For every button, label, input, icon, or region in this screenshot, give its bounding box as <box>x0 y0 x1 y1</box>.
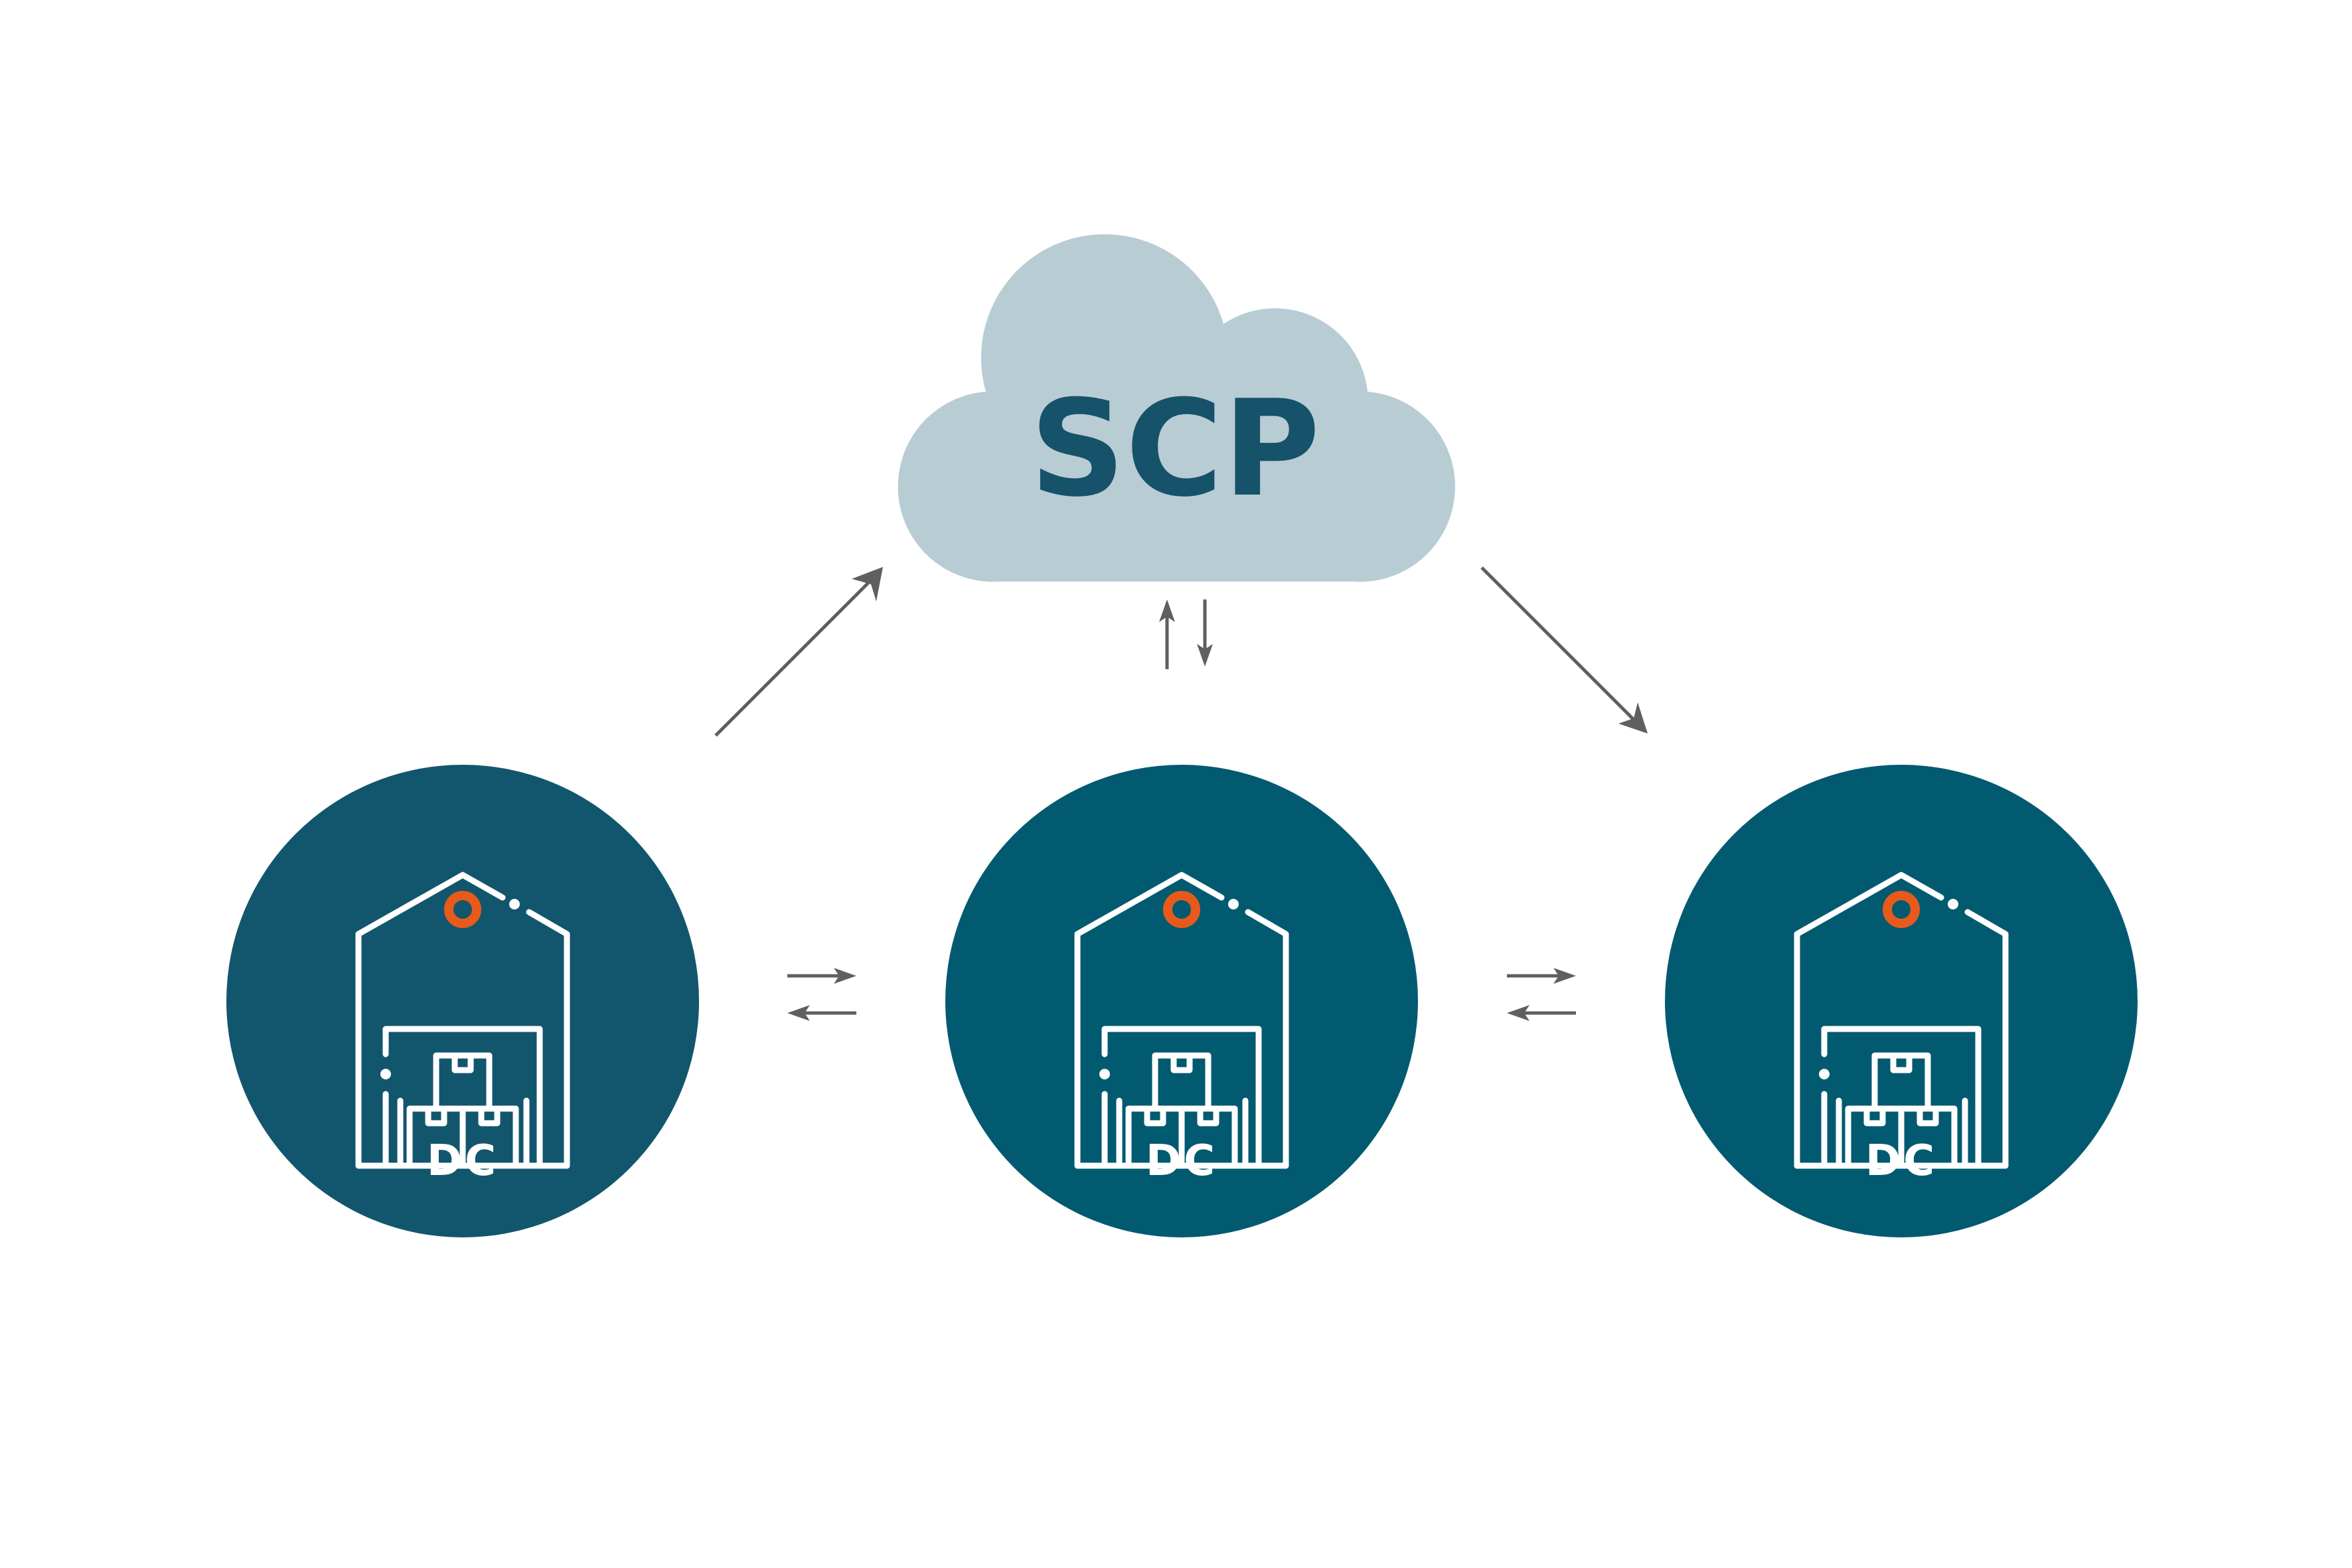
scp-cloud: SCP <box>898 234 1455 582</box>
cloud-icon <box>898 234 1455 582</box>
arrow-head-icon <box>1618 702 1648 734</box>
dc-node-3: DC <box>1665 765 2138 1237</box>
dc-label: DC <box>1146 1137 1217 1186</box>
ring-icon <box>1883 891 1920 928</box>
arrow-head-icon <box>1159 599 1175 622</box>
dc-node-1: DC <box>226 765 699 1237</box>
arrow-scp-to-dc3 <box>1480 566 1640 726</box>
arrow-dc1-to-scp <box>714 575 876 737</box>
arrow-head-icon <box>787 1005 810 1021</box>
ring-icon <box>444 891 481 928</box>
dc-label: DC <box>1865 1137 1937 1186</box>
arrow-head-icon <box>852 567 883 601</box>
dc-node-2: DC <box>945 765 1418 1237</box>
cloud-label: SCP <box>1030 372 1320 526</box>
dc-node-circle <box>945 765 1418 1237</box>
ring-icon <box>1163 891 1200 928</box>
arrow-head-icon <box>1553 968 1576 984</box>
connection-arrows <box>714 566 1648 1021</box>
dc-label: DC <box>427 1137 499 1186</box>
arrow-head-icon <box>834 968 856 984</box>
arrow-head-icon <box>1507 1005 1529 1021</box>
arrow-head-icon <box>1197 644 1213 666</box>
dc-node-circle <box>1665 765 2138 1237</box>
dc-node-circle <box>226 765 699 1237</box>
